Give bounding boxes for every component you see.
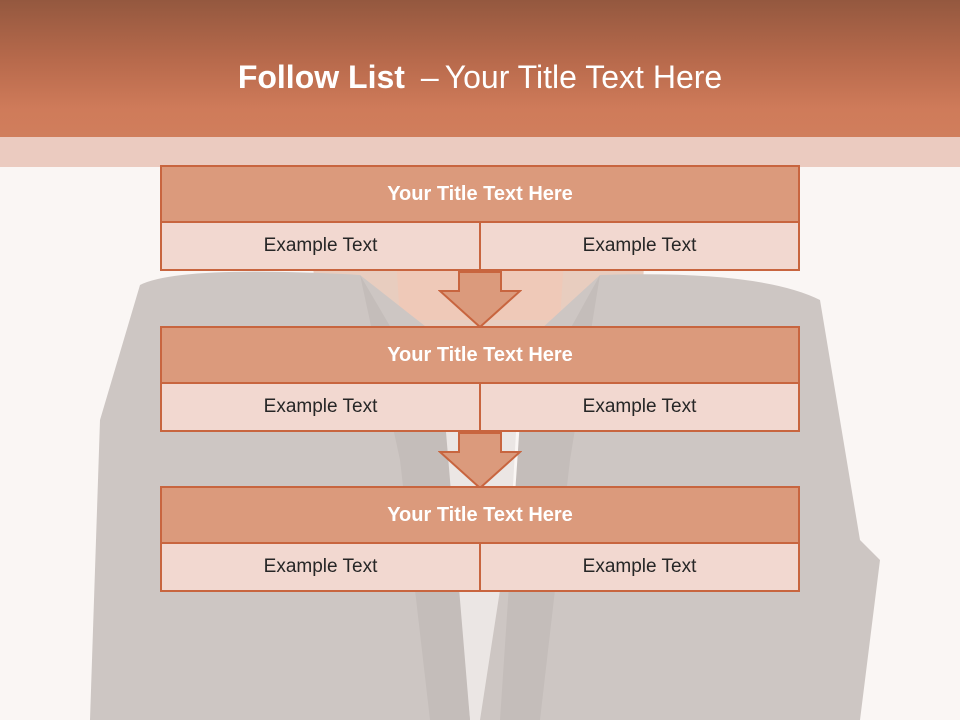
list-block-2: Your Title Text Here Example Text Exampl… [160, 326, 800, 432]
down-arrow-icon [438, 432, 522, 490]
block-title: Your Title Text Here [160, 486, 800, 544]
block-cell-left: Example Text [160, 221, 481, 271]
block-cell-right: Example Text [479, 382, 800, 432]
block-cell-right: Example Text [479, 542, 800, 592]
block-title: Your Title Text Here [160, 165, 800, 223]
down-arrow-icon [438, 271, 522, 329]
header-sub-band [0, 137, 960, 167]
block-cell-right: Example Text [479, 221, 800, 271]
slide-title-rest: Your Title Text Here [444, 59, 723, 95]
slide-title: Follow List–Your Title Text Here [0, 52, 960, 102]
slide-title-bold: Follow List [237, 59, 405, 95]
list-block-1: Your Title Text Here Example Text Exampl… [160, 165, 800, 271]
list-block-3: Your Title Text Here Example Text Exampl… [160, 486, 800, 592]
block-title: Your Title Text Here [160, 326, 800, 384]
slide-title-dash: – [420, 59, 439, 95]
header-band [0, 0, 960, 137]
block-cell-left: Example Text [160, 382, 481, 432]
block-cell-left: Example Text [160, 542, 481, 592]
